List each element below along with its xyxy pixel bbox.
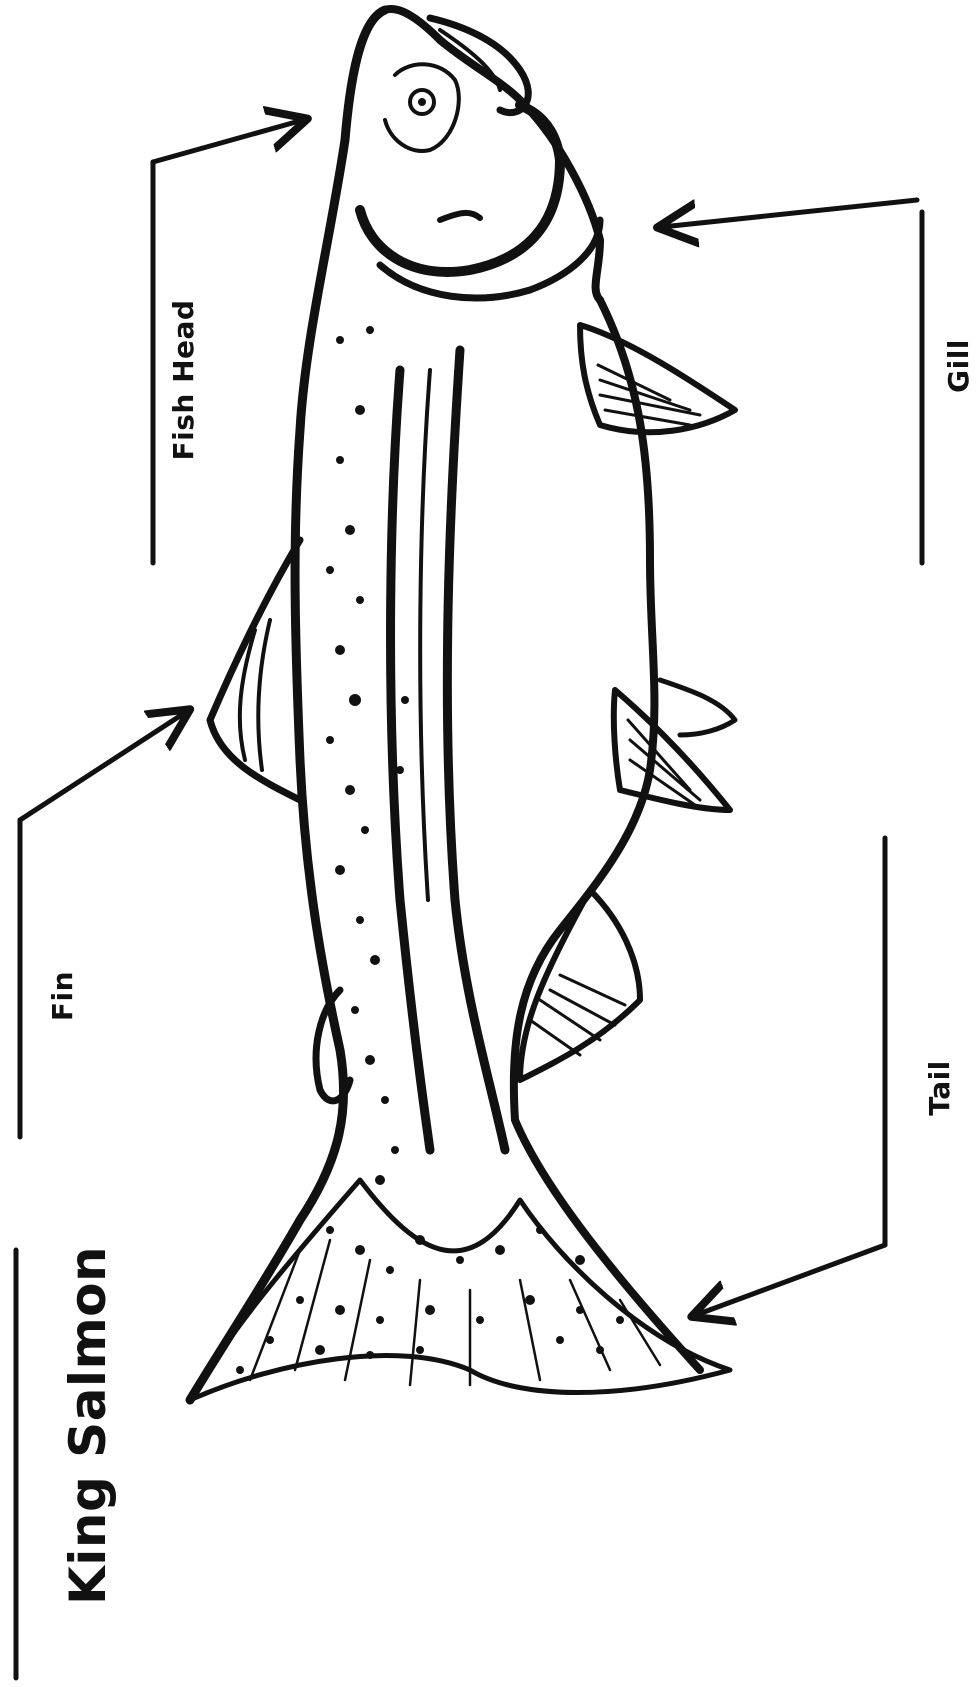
label-fin: Fin [45,946,81,1046]
label-fish-head: Fish Head [166,280,202,480]
fin-arrow [20,712,186,820]
diagram-title: King Salmon [56,1285,120,1605]
pectoral-fin [580,325,735,432]
leader-lines [16,120,922,1678]
tail-fin [190,1180,730,1400]
fish-belly-line [514,300,700,1370]
head-arrow [153,120,303,162]
dorsal-fin [210,540,300,800]
fish-snout [385,9,600,300]
pelvic-fin [614,690,730,810]
label-tail: Tail [922,1028,958,1148]
label-gill: Gill [941,316,977,416]
fish-body [190,9,735,1400]
tail-arrow [696,1245,885,1315]
gill-arrow [662,200,917,227]
